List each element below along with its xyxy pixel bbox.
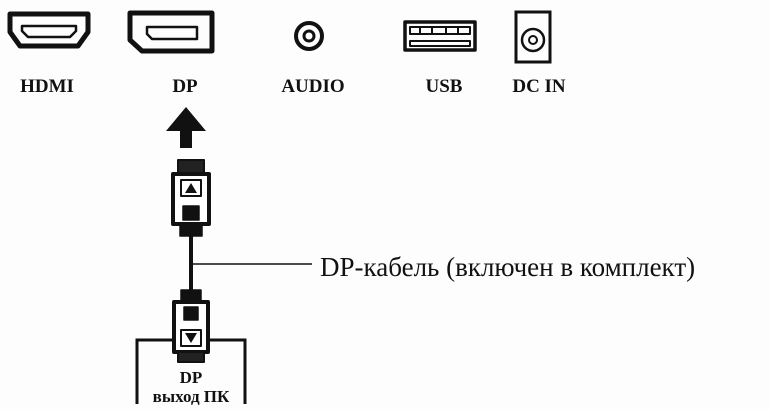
usb-label: USB <box>426 76 463 97</box>
pc-output-label: выход ПК <box>153 387 230 406</box>
dp-plug-icon <box>172 289 210 363</box>
audio-jack-icon <box>294 21 324 51</box>
usb-port-icon <box>403 20 477 52</box>
dc-in-port-icon <box>514 10 552 64</box>
dp-port-icon <box>127 10 215 54</box>
cable-label: DP-кабель (включен в комплект) <box>320 252 695 282</box>
hdmi-port-icon <box>7 11 91 49</box>
audio-label: AUDIO <box>281 76 344 97</box>
dp-plug-icon <box>171 159 211 237</box>
dc-in-label: DC IN <box>512 76 566 97</box>
dp-label: DP <box>172 76 198 97</box>
pc-port-label: DP <box>180 368 203 387</box>
arrow-up-icon <box>166 107 206 148</box>
hdmi-label: HDMI <box>20 76 74 97</box>
